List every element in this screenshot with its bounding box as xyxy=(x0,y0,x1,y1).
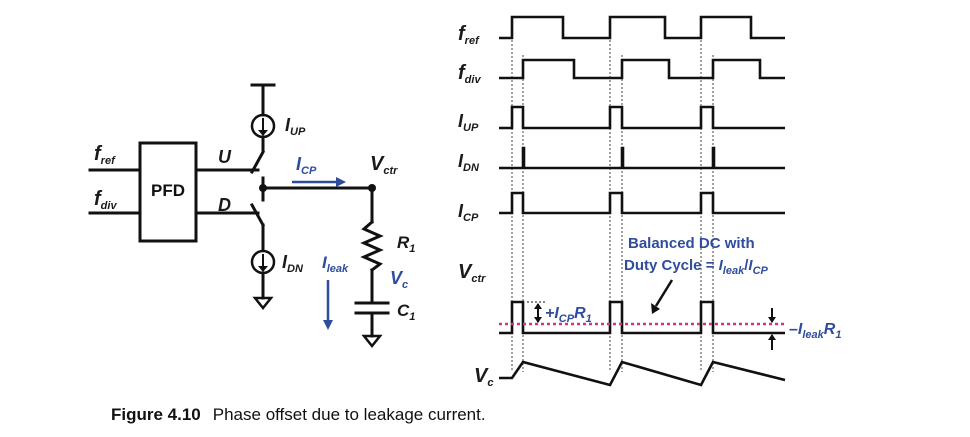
d-label: D xyxy=(218,195,231,215)
iup-wave-label: IUP xyxy=(458,111,479,134)
figure-caption: Figure 4.10 Phase offset due to leakage c… xyxy=(111,405,486,425)
figure-number: Figure 4.10 xyxy=(111,405,201,424)
balanced-dc-pointer xyxy=(654,279,674,307)
idn-label: IDN xyxy=(282,252,304,275)
fref-waveform xyxy=(499,15,785,40)
vctr-waveform xyxy=(499,300,785,335)
c1-label: C1 xyxy=(397,301,415,323)
balanced-dc-line2: Duty Cycle = Ileak/ICP xyxy=(624,257,769,277)
pfd-label: PFD xyxy=(151,181,185,200)
idn-waveform xyxy=(499,146,785,170)
icp-r1-arrow-up xyxy=(534,303,542,309)
charge-pump-schematic: fref fdiv PFD U D IUP xyxy=(88,83,415,349)
icp-arrow-head xyxy=(336,177,346,187)
idn-current-source xyxy=(250,249,276,275)
u-label: U xyxy=(218,147,232,167)
icp-r1-arrow-down xyxy=(534,317,542,323)
dn-switch xyxy=(249,202,266,228)
vctr-wave-label: Vctr xyxy=(458,261,486,285)
iup-waveform xyxy=(499,105,785,130)
balanced-dc-line1: Balanced DC with xyxy=(628,235,755,252)
pfd-block xyxy=(138,141,198,243)
ileak-label: Ileak xyxy=(322,253,349,275)
ileak-arrow-head xyxy=(323,320,333,330)
vctr-label: Vctr xyxy=(370,153,398,177)
ground-right-icon xyxy=(361,334,383,349)
idn-wave-label: IDN xyxy=(458,151,480,174)
iup-current-source xyxy=(250,113,276,139)
up-switch xyxy=(249,149,266,175)
vc-waveform xyxy=(499,360,786,387)
iup-label: IUP xyxy=(285,115,306,138)
fdiv-wave-label: fdiv xyxy=(458,62,481,86)
vc-wave-label: Vc xyxy=(474,365,493,389)
vc-node-label: Vc xyxy=(390,268,408,291)
ground-left-icon xyxy=(252,296,274,311)
fdiv-input-label: fdiv xyxy=(94,188,117,212)
timing-diagram: fref fdiv IUP IDN ICP Vctr Vc xyxy=(458,15,841,389)
fref-wave-label: fref xyxy=(458,23,480,47)
icp-waveform xyxy=(499,191,785,215)
icp-wave-label: ICP xyxy=(458,201,479,224)
fdiv-waveform xyxy=(499,58,785,80)
r1-label: R1 xyxy=(397,233,415,255)
r1-resistor xyxy=(360,219,384,273)
ileak-r1-arrow-bottom-head xyxy=(768,334,776,340)
figure-caption-text: Phase offset due to leakage current. xyxy=(212,405,486,424)
balanced-dc-pointer-head xyxy=(651,303,660,314)
ileak-r1-label: –IleakR1 xyxy=(789,321,841,341)
icp-label: ICP xyxy=(296,154,317,177)
icp-r1-label: +ICPR1 xyxy=(545,305,592,325)
ileak-r1-arrow-top-head xyxy=(768,317,776,323)
fref-input-label: fref xyxy=(94,143,116,167)
